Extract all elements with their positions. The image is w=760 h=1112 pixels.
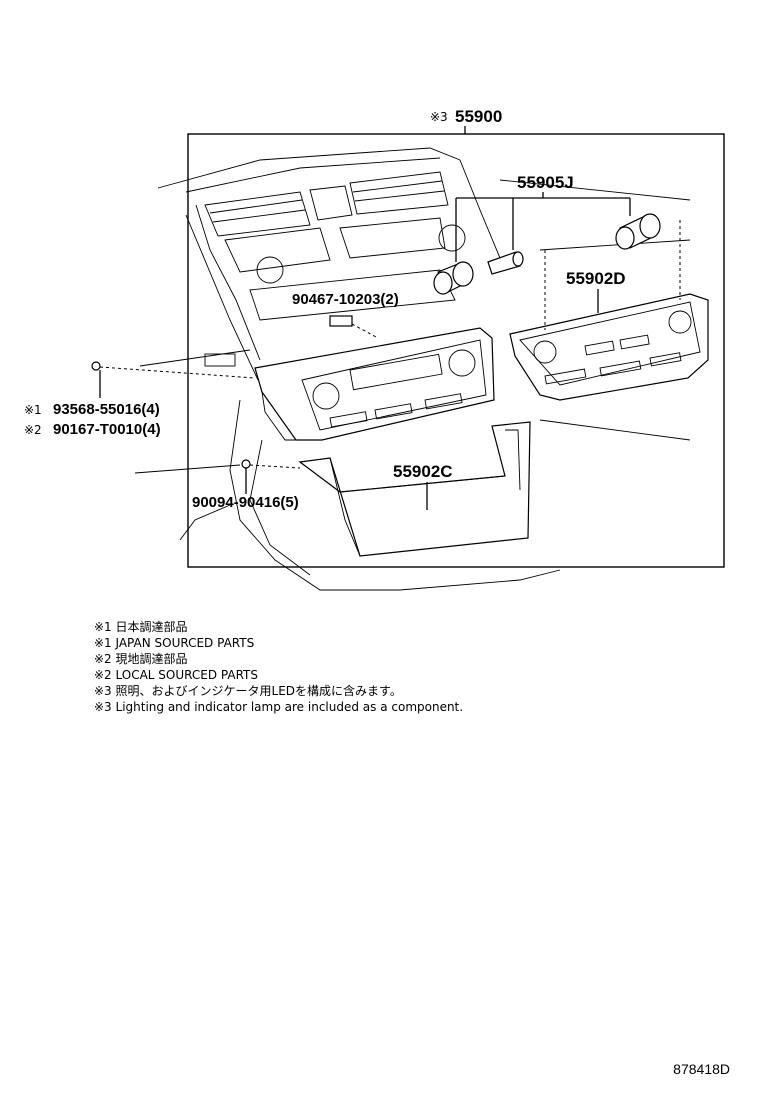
panel-upper-callout: 55902D [566, 269, 626, 288]
note-4: ※2 LOCAL SOURCED PARTS [94, 668, 258, 682]
assembly-mark: ※3 [430, 110, 448, 124]
screw-a-callout: 93568-55016(4) [53, 401, 160, 418]
knob-callout: 55905J [517, 173, 574, 192]
note-2: ※1 JAPAN SOURCED PARTS [94, 636, 255, 650]
panel-lower-callout: 55902C [393, 462, 453, 481]
screw-b-callout: 90167-T0010(4) [53, 421, 161, 438]
knob-left [433, 261, 474, 295]
note-5: ※3 照明、およびインジケータ用LEDを構成に含みます。 [94, 684, 402, 698]
screw-a-mark: ※1 [24, 403, 42, 417]
assembly-number: 55900 [455, 107, 502, 126]
screw-upper [91, 361, 256, 398]
knob-group [433, 213, 661, 295]
screw-b-mark: ※2 [24, 423, 42, 437]
screw-c-callout: 90094-90416(5) [192, 494, 299, 511]
screw-lower [241, 459, 301, 494]
note-3: ※2 現地調達部品 [94, 652, 188, 666]
clip-callout: 90467-10203(2) [292, 291, 399, 308]
knob-right [615, 213, 661, 250]
note-6: ※3 Lighting and indicator lamp are inclu… [94, 700, 464, 714]
panel-lower-55902C [298, 421, 531, 557]
note-1: ※1 日本調達部品 [94, 620, 188, 634]
panel-upper-55902D [509, 293, 709, 401]
figure-code: 878418D [673, 1061, 730, 1077]
knob-middle [487, 251, 524, 275]
climate-control-unit [254, 315, 495, 441]
footnotes: ※1 日本調達部品 ※1 JAPAN SOURCED PARTS ※2 現地調達… [94, 619, 514, 715]
assembly-frame [187, 133, 725, 568]
dashboard-outline [134, 147, 691, 591]
